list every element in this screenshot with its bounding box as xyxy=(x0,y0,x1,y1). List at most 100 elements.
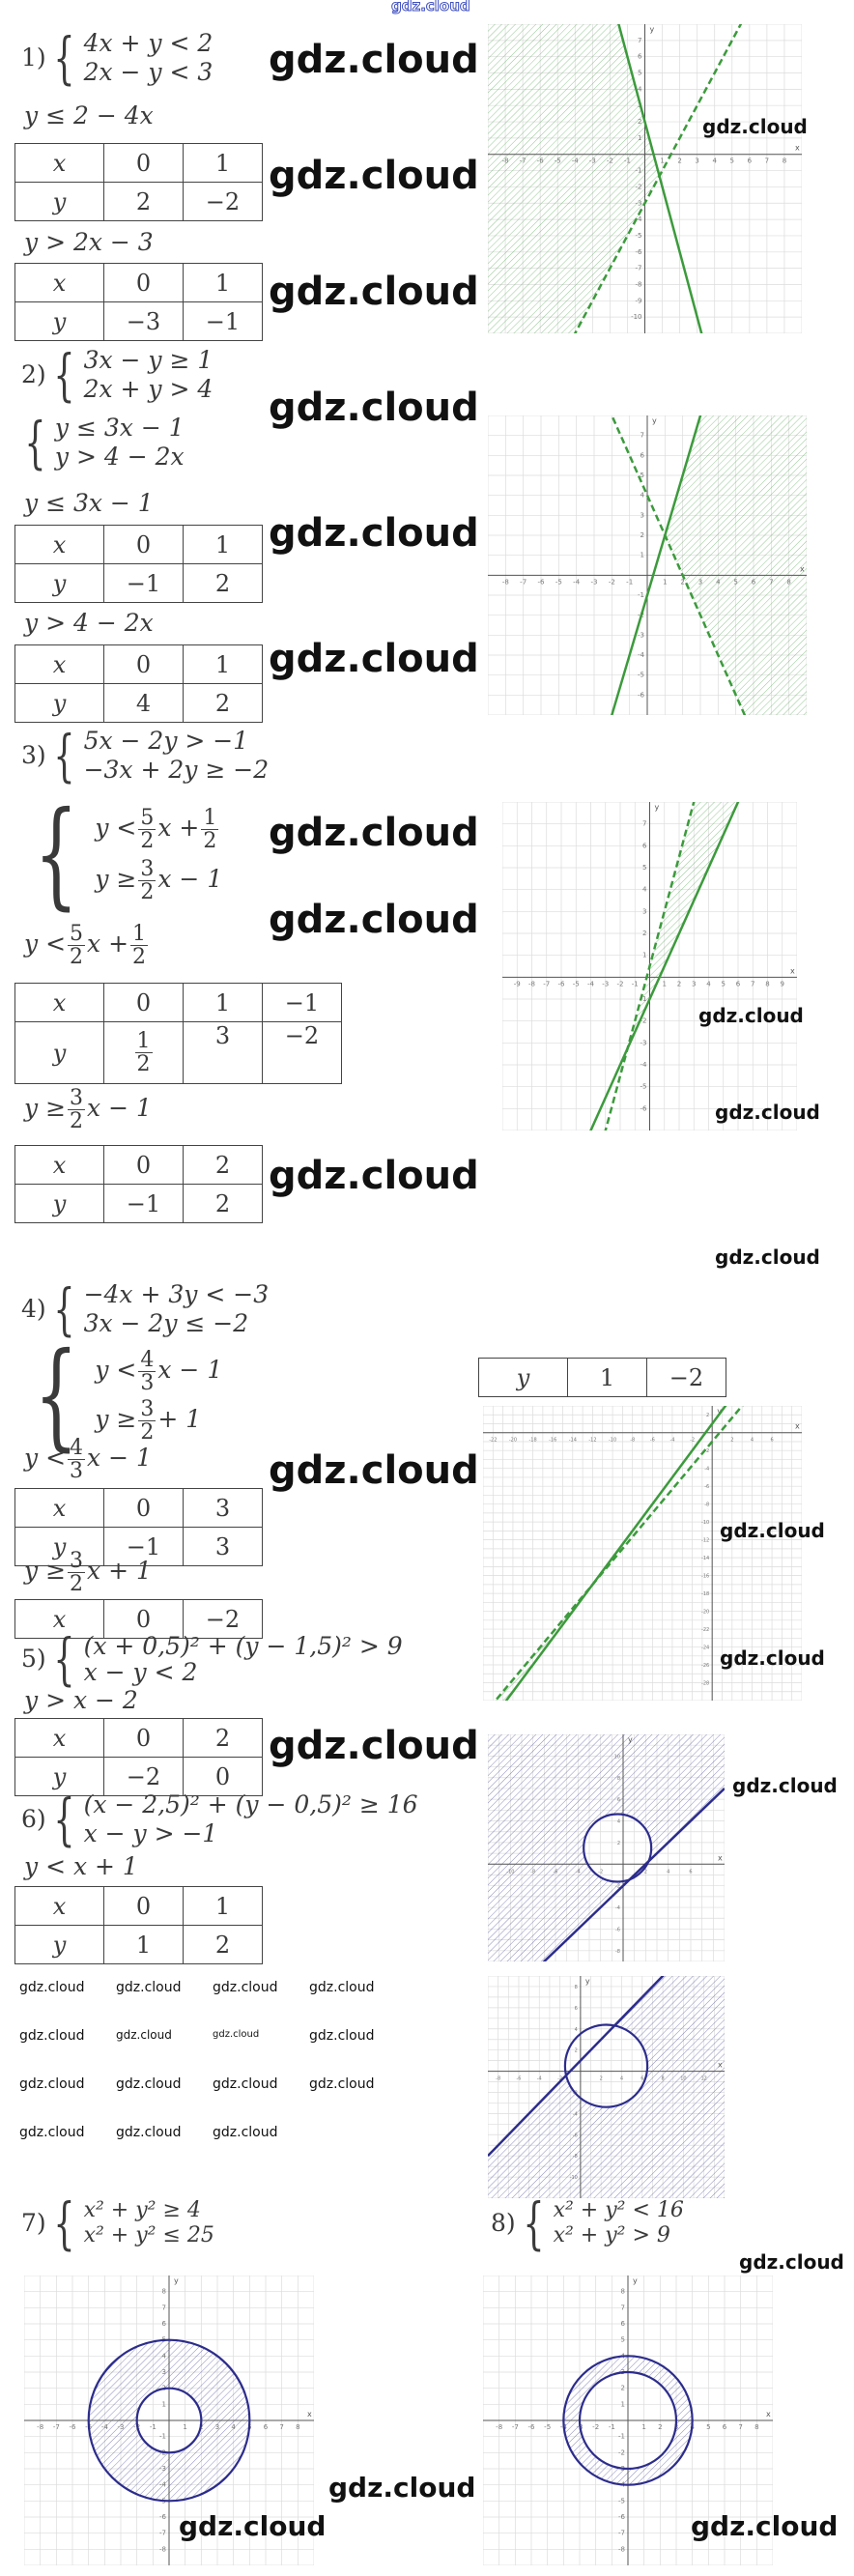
y-tick-label: 1 xyxy=(621,2400,625,2408)
x-tick-label: 9 xyxy=(781,980,784,987)
y-tick-label: 5 xyxy=(638,70,641,77)
y-tick-label: -22 xyxy=(701,1627,709,1633)
table-cell: −2 xyxy=(183,182,263,221)
y-tick-label: -8 xyxy=(159,2545,166,2553)
problem-number: 7) xyxy=(21,2209,46,2237)
y-tick-label: 2 xyxy=(640,531,644,539)
table-cell: −1 xyxy=(103,1527,184,1566)
watermark: gdz.cloud xyxy=(213,2125,278,2140)
x-tick-label: -8 xyxy=(528,980,535,987)
y-tick-label: -8 xyxy=(618,2545,625,2553)
y-tick-label: 6 xyxy=(642,842,647,849)
table-cell: 1 xyxy=(103,1925,184,1964)
y-tick-label: 6 xyxy=(640,451,645,459)
watermark: gdz.cloud xyxy=(213,2029,260,2040)
x-tick-label: -9 xyxy=(514,980,521,987)
equation: 5x − 2y > −1 xyxy=(83,727,249,755)
x-axis-label: x xyxy=(795,1422,800,1431)
x-tick-label: -5 xyxy=(544,2423,551,2431)
table-cell: y xyxy=(478,1358,568,1397)
watermark: gdz.cloud xyxy=(702,115,808,138)
equation: x² + y² ≤ 25 xyxy=(83,2223,214,2247)
y-tick-label: -6 xyxy=(573,2132,578,2138)
x-tick-label: -2 xyxy=(617,980,624,987)
table-cell: x xyxy=(14,143,104,183)
brace: { xyxy=(53,1276,75,1342)
y-tick-label: 3 xyxy=(162,2368,166,2376)
x-tick-label: 3 xyxy=(698,578,702,586)
y-tick-label: -26 xyxy=(701,1663,709,1669)
watermark: gdz.cloud xyxy=(19,2125,85,2140)
y-tick-label: -12 xyxy=(701,1538,709,1544)
table-cell: 2 xyxy=(183,1145,263,1185)
x-tick-label: -8 xyxy=(630,1438,635,1444)
y-tick-label: -3 xyxy=(159,2465,166,2473)
y-tick-label: 8 xyxy=(617,1776,620,1782)
graph-2: -8-7-6-5-4-3-2-112345678-6-5-4-3-2-11234… xyxy=(488,415,807,715)
table-cell: −2 xyxy=(183,1599,263,1639)
x-tick-label: 6 xyxy=(736,980,741,987)
x-tick-label: 1 xyxy=(660,157,664,165)
y-tick-label: -20 xyxy=(701,1610,709,1616)
table-cell: −1 xyxy=(183,301,263,341)
y-tick-label: -7 xyxy=(618,2530,625,2537)
y-tick-label: -4 xyxy=(638,651,645,659)
watermark: gdz.cloud xyxy=(269,270,479,314)
x-tick-label: 7 xyxy=(738,2423,742,2431)
problem-number: 2) xyxy=(21,360,46,388)
watermark: gdz.cloud xyxy=(309,2076,375,2092)
y-tick-label: -18 xyxy=(701,1591,709,1597)
y-axis-label: y xyxy=(628,1735,633,1744)
table-cell: 0 xyxy=(103,1488,184,1528)
x-tick-label: -10 xyxy=(609,1438,616,1444)
x-tick-label: -18 xyxy=(528,1438,536,1444)
x-tick-label: 2 xyxy=(677,980,681,987)
equation: −4x + 3y < −3 xyxy=(83,1280,270,1308)
y-tick-label: -5 xyxy=(636,232,642,240)
equation: (x + 0,5)² + (y − 1,5)² > 9 xyxy=(83,1631,403,1660)
table-cell: 1 xyxy=(183,644,263,684)
y-tick-label: 6 xyxy=(617,1797,620,1803)
x-tick-label: 6 xyxy=(640,2076,643,2082)
watermark: gdz.cloud xyxy=(309,2028,375,2044)
watermark: gdz.cloud xyxy=(720,1519,825,1542)
y-tick-label: -5 xyxy=(618,2497,625,2504)
x-tick-label: -2 xyxy=(607,157,613,165)
dashed-boundary-line xyxy=(604,802,696,1131)
y-axis-label: y xyxy=(717,1407,722,1416)
x-tick-label: 4 xyxy=(231,2423,236,2431)
y-tick-label: 2 xyxy=(638,118,641,126)
x-tick-label: 6 xyxy=(748,157,753,165)
y-tick-label: -6 xyxy=(618,2513,626,2521)
problem-number: 8) xyxy=(491,2209,516,2237)
x-tick-label: -1 xyxy=(626,578,633,586)
y-tick-label: 4 xyxy=(575,2027,578,2033)
watermark: gdz.cloud xyxy=(691,2510,839,2542)
y-tick-label: 2 xyxy=(575,2048,578,2054)
x-tick-label: -8 xyxy=(502,157,509,165)
problem-number: 5) xyxy=(21,1645,46,1673)
x-tick-label: 8 xyxy=(296,2423,299,2431)
table-cell: 3 xyxy=(183,1488,263,1528)
x-tick-label: 2 xyxy=(644,1869,647,1875)
x-tick-label: -8 xyxy=(496,2076,500,2082)
table-cell: 0 xyxy=(103,983,184,1022)
equation: x² + y² ≥ 4 xyxy=(83,2197,201,2222)
shaded-region xyxy=(495,1584,593,1701)
x-tick-label: -2 xyxy=(557,2076,562,2082)
y-tick-label: -3 xyxy=(640,1039,647,1046)
x-tick-label: 2 xyxy=(730,1438,733,1444)
equation: 2x − y < 3 xyxy=(83,58,214,86)
brace: { xyxy=(53,723,75,788)
table-cell: −2 xyxy=(262,1021,342,1084)
x-tick-label: 1 xyxy=(641,2423,645,2431)
table-cell: −1 xyxy=(103,1184,184,1223)
